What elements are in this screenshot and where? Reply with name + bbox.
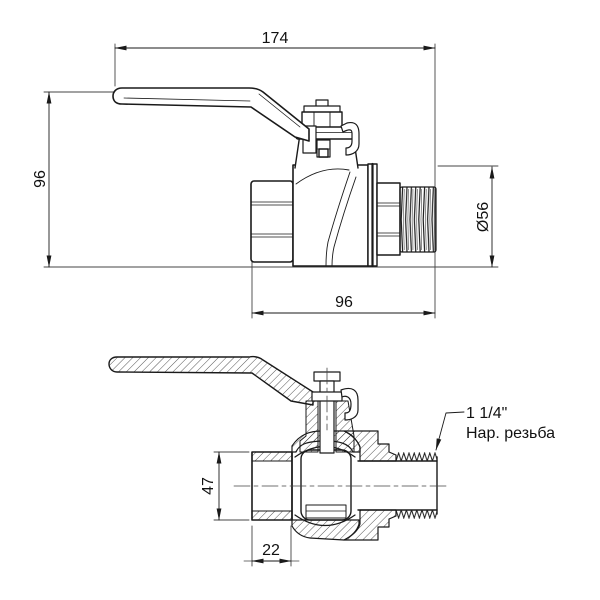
- neck-detail-inner: [318, 148, 329, 158]
- ball-seat: [305, 504, 347, 519]
- side-view-dimensions: 174 96 Ø56 96: [32, 30, 495, 316]
- valve-side: [112, 87, 437, 268]
- dim-port-height-label: 47: [200, 477, 217, 495]
- side-view-extension-lines: [43, 43, 499, 319]
- section-clamp-hook: [340, 387, 359, 421]
- body-design-lines: [295, 168, 357, 267]
- female-hex-nut: [250, 180, 294, 263]
- male-thread-bottom: [396, 510, 437, 519]
- clamp-hook: [340, 121, 360, 156]
- side-view: 174 96 Ø56 96: [32, 30, 499, 319]
- dim-overall-height-label: 96: [32, 170, 49, 188]
- section-bottom-band: [291, 519, 360, 541]
- section-view-dimensions: 47 22: [200, 451, 300, 567]
- male-thread: [399, 186, 437, 253]
- callout-line2: Нар. резьба: [466, 425, 555, 442]
- dim-overall-length-label: 174: [262, 30, 289, 47]
- thread-callout: 1 1/4" Нар. резьба: [435, 405, 555, 451]
- dim-body-diameter-label: Ø56: [475, 202, 492, 232]
- handle-fold-line: [123, 97, 251, 102]
- male-hex-facets: [376, 202, 401, 237]
- ball-bottom-arc: [294, 514, 356, 527]
- dim-body-length-label: 96: [335, 294, 353, 311]
- callout-line1: 1 1/4": [466, 405, 507, 422]
- male-thread-top: [396, 452, 437, 461]
- male-hex: [376, 182, 401, 256]
- dim-thread-length-label: 22: [262, 542, 280, 559]
- gland-left: [299, 400, 319, 453]
- stem-nut: [301, 111, 343, 128]
- handle-bend-line: [258, 93, 301, 128]
- section-view: 47 22 1 1/4" Нар. резьба: [108, 355, 555, 567]
- callout-leader-line: [435, 411, 465, 451]
- female-wall-bottom: [251, 510, 293, 521]
- handle-lever: [112, 87, 310, 142]
- valve-body-center: [292, 164, 369, 267]
- female-hex-facets: [250, 201, 294, 238]
- section-handle: [108, 355, 314, 406]
- female-wall-top: [251, 451, 293, 462]
